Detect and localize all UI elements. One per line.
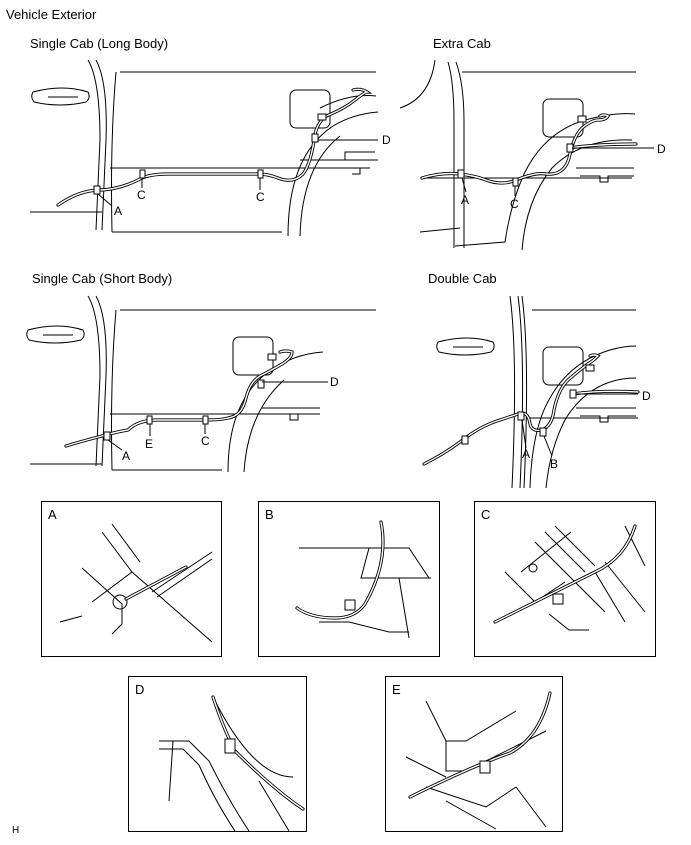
detail-box-a: A xyxy=(41,501,222,657)
door-handle-icon xyxy=(436,337,495,356)
detail-c-drawing xyxy=(493,524,646,631)
callout-a: A xyxy=(461,193,470,207)
callout-d: D xyxy=(330,375,339,389)
callout-d: D xyxy=(382,133,391,147)
view-title-single-cab-short: Single Cab (Short Body) xyxy=(32,271,173,286)
callout-d: D xyxy=(657,142,666,156)
callout-a: A xyxy=(522,447,531,461)
callout-c: C xyxy=(137,188,146,202)
detail-label: D xyxy=(135,682,145,697)
detail-label: E xyxy=(392,682,401,697)
view-title-single-cab-long: Single Cab (Long Body) xyxy=(30,36,169,51)
figure-code: H xyxy=(12,825,20,836)
detail-b-drawing xyxy=(295,520,431,639)
detail-box-b: B xyxy=(258,501,440,657)
callout-a: A xyxy=(122,449,131,463)
callout-e: E xyxy=(145,437,154,451)
detail-label: C xyxy=(481,507,491,522)
callout-a: A xyxy=(114,204,123,218)
detail-label: A xyxy=(48,507,57,522)
callout-c: C xyxy=(510,197,519,211)
detail-d-drawing xyxy=(159,695,305,831)
callout-b: B xyxy=(550,457,559,471)
detail-box-d: D xyxy=(128,676,307,832)
detail-box-c: C xyxy=(474,501,656,657)
callout-c: C xyxy=(256,190,265,204)
detail-label: B xyxy=(265,507,274,522)
detail-e-drawing xyxy=(405,691,552,830)
detail-box-e: E xyxy=(385,676,563,832)
callout-c: C xyxy=(201,434,210,448)
view-title-double-cab: Double Cab xyxy=(428,271,497,286)
callout-d: D xyxy=(642,389,651,403)
door-handle-icon xyxy=(31,87,90,106)
page-title: Vehicle Exterior xyxy=(6,7,97,22)
door-handle-icon xyxy=(26,325,85,344)
detail-a-drawing xyxy=(59,523,213,643)
view-title-extra-cab: Extra Cab xyxy=(433,36,491,51)
